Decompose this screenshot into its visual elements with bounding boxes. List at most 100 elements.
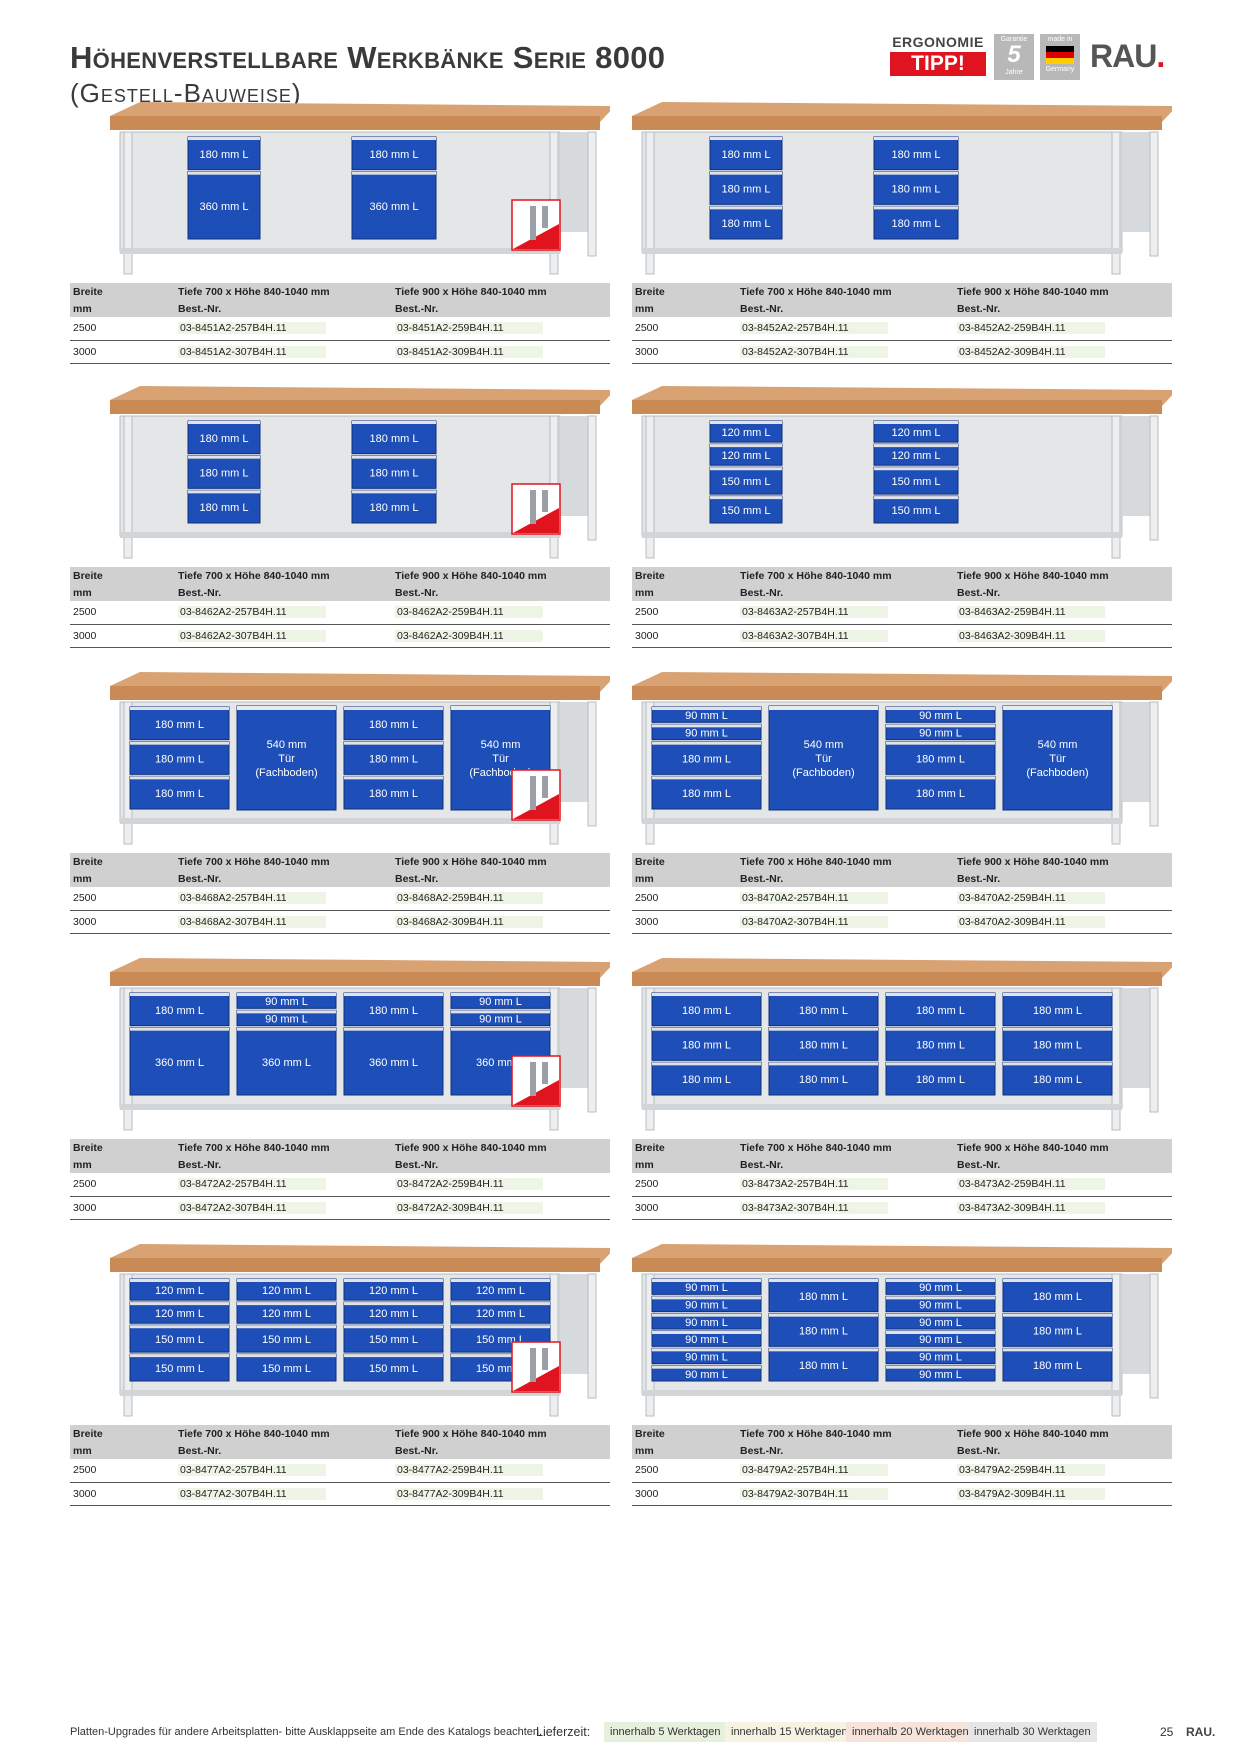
drawer-handle [237,1010,336,1014]
drawer-handle [886,724,995,728]
drawer: 150 mm L [236,1353,337,1382]
order-number-cell: 03-8468A2-307B4H.11 [175,910,392,934]
drawer-front [1002,1027,1113,1061]
table-header-cell: Breite [632,567,737,584]
drawer-handle [130,741,229,745]
drawer-handle [130,1279,229,1282]
drawer-cabinet: 90 mm L90 mm L90 mm L90 mm L90 mm L90 mm… [651,1278,762,1382]
drawer: 180 mm L [768,1313,879,1347]
height-adjust-icon [511,1341,561,1393]
order-number: 03-8477A2-309B4H.11 [395,1487,543,1500]
drawer-handle [344,1325,443,1329]
drawer-handle [652,1296,761,1300]
drawer-front [768,1027,879,1061]
drawer: 180 mm L [768,1061,879,1096]
drawer-handle [130,1354,229,1358]
drawer-front [873,495,959,524]
drawer-front [873,205,959,240]
drawer: 90 mm L [651,1365,762,1382]
drawer-handle [237,993,336,996]
drawer-handle [874,137,958,140]
order-number-cell: 03-8452A2-257B4H.11 [737,317,954,341]
order-number: 03-8479A2-257B4H.11 [740,1464,888,1477]
germany-label: Germany [1045,66,1075,73]
drawer-handle [769,1027,878,1031]
drawer-label: 180 mm L [155,1005,204,1017]
drawer-label: 180 mm L [369,719,418,731]
order-number-cell: 03-8451A2-257B4H.11 [175,317,392,341]
drawer-handle [188,455,260,459]
order-number-cell: 03-8472A2-259B4H.11 [392,1173,610,1197]
drawer-handle [451,993,550,996]
drawer-front [768,1313,879,1347]
lieferzeit-chip-20: innerhalb 20 Werktagen [846,1722,975,1742]
order-number-cell: 03-8473A2-257B4H.11 [737,1173,954,1197]
drawer-front [885,723,996,741]
drawer-label: 120 mm L [262,1285,311,1297]
table-header-cell: Best.-Nr. [392,870,610,887]
drawer-front [873,171,959,205]
drawer: 90 mm L [236,992,337,1009]
drawer-handle [344,707,443,710]
garantie-small-label: Garantie [1000,36,1028,43]
drawer-label: 90 mm L [685,1369,728,1381]
drawer-handle [1003,1062,1112,1066]
order-number-cell: 03-8477A2-307B4H.11 [175,1482,392,1506]
order-number: 03-8452A2-307B4H.11 [740,345,888,358]
drawer: 150 mm L [236,1324,337,1353]
order-number: 03-8473A2-259B4H.11 [957,1178,1105,1191]
order-number: 03-8473A2-309B4H.11 [957,1201,1105,1214]
drawer-label: 90 mm L [479,996,522,1008]
drawer-label: 90 mm L [685,710,728,722]
door-handle-rail [769,706,878,710]
frame-leg [587,415,597,541]
drawer-front [187,455,261,489]
table-header-cell: Best.-Nr. [392,584,610,601]
drawer-label: 180 mm L [722,149,771,161]
footer-logo: RAU. [1186,1725,1216,1739]
drawer: 180 mm L [1002,1347,1113,1382]
table-header-cell: Best.-Nr. [954,870,1172,887]
order-number: 03-8470A2-309B4H.11 [957,915,1105,928]
order-number: 03-8477A2-307B4H.11 [178,1487,326,1500]
drawer: 150 mm L [709,466,783,495]
bottom-rail [120,1390,560,1396]
table-header-cell: Best.-Nr. [175,584,392,601]
german-flag-icon [1046,46,1074,64]
page-number: 25 [1160,1725,1174,1739]
order-number: 03-8451A2-257B4H.11 [178,322,326,335]
drawer-label: 180 mm L [799,1005,848,1017]
drawer: 150 mm L [129,1353,230,1382]
drawer: 90 mm L [885,1365,996,1382]
table-header-cell: Tiefe 700 x Höhe 840-1040 mm [175,1425,392,1442]
table-header-cell: mm [70,1442,175,1459]
drawer-handle [451,1354,550,1358]
rau-logo: RAU. [1090,38,1165,74]
drawer-handle [344,741,443,745]
drawer-front [651,1061,762,1096]
table-header-cell: Best.-Nr. [737,870,954,887]
drawer-handle [451,1279,550,1282]
order-number: 03-8463A2-307B4H.11 [740,629,888,642]
drawer-handle [352,171,436,175]
order-number: 03-8462A2-259B4H.11 [395,606,543,619]
drawer-handle [710,206,782,210]
drawer-handle [874,496,958,500]
table-header-cell: mm [632,1156,737,1173]
drawer-handle [652,1027,761,1031]
